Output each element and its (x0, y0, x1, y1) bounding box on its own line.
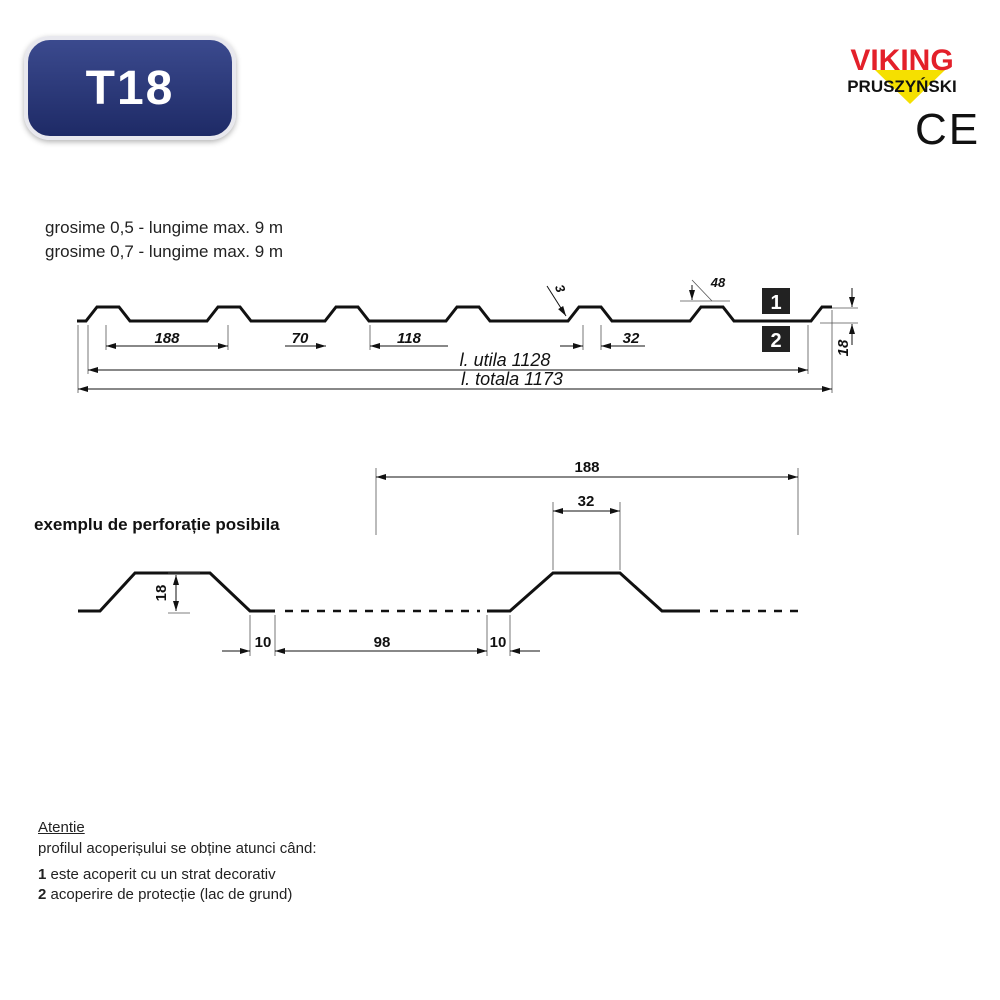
logo-brand-bottom: PRUSZYŃSKI (847, 77, 957, 96)
note-number: 2 (38, 886, 47, 903)
perf-dim-edge-left: 10 (255, 634, 272, 651)
perf-dim-edge-right: 10 (490, 634, 507, 651)
perf-dim-perforated: 98 (374, 634, 391, 651)
perf-dim-pitch: 188 (574, 459, 599, 476)
logo-brand-top: VIKING (850, 44, 953, 77)
note-text: acoperire de protecție (lac de grund) (50, 886, 293, 903)
total-width: l. totala 1173 (461, 369, 563, 389)
profile-badge: T18 (24, 36, 236, 140)
badge-title: T18 (85, 61, 175, 115)
notes-intro: profilul acoperișului se obține atunci c… (38, 840, 317, 857)
note-number: 1 (38, 866, 47, 883)
dim-base: 118 (397, 330, 422, 347)
notes-heading: Atentie (38, 819, 85, 836)
spec-line-1: grosime 0,5 - lungime max. 9 m (45, 218, 284, 237)
spec-line-2: grosime 0,7 - lungime max. 9 m (45, 242, 284, 261)
note-text: este acoperit cu un strat decorativ (50, 866, 276, 883)
note-item-2: 2 acoperire de protecție (lac de grund) (38, 886, 292, 903)
useful-width: l. utila 1128 (460, 350, 551, 370)
perforation-title: exemplu de perforație posibila (34, 515, 280, 534)
perforation-profile-right (487, 571, 700, 613)
note-item-1: 1 este acoperit cu un strat decorativ (38, 866, 276, 883)
dim-gap: 70 (292, 330, 309, 347)
viking-logo: VIKING PRUSZYŃSKI (847, 44, 957, 104)
dim-crest: 32 (623, 330, 640, 347)
trapezoid-profile-line (77, 305, 832, 323)
dim-height: 18 (835, 339, 852, 356)
perf-dim-crest: 32 (578, 493, 595, 510)
ce-mark: CE (915, 105, 981, 154)
dim-angle: 48 (710, 275, 726, 290)
perf-dim-height: 18 (153, 585, 170, 602)
dim-radius: 3 (552, 282, 569, 295)
layer-label-1: 1 (770, 292, 781, 314)
layer-label-2: 2 (770, 330, 781, 352)
dim-pitch: 188 (154, 330, 180, 347)
